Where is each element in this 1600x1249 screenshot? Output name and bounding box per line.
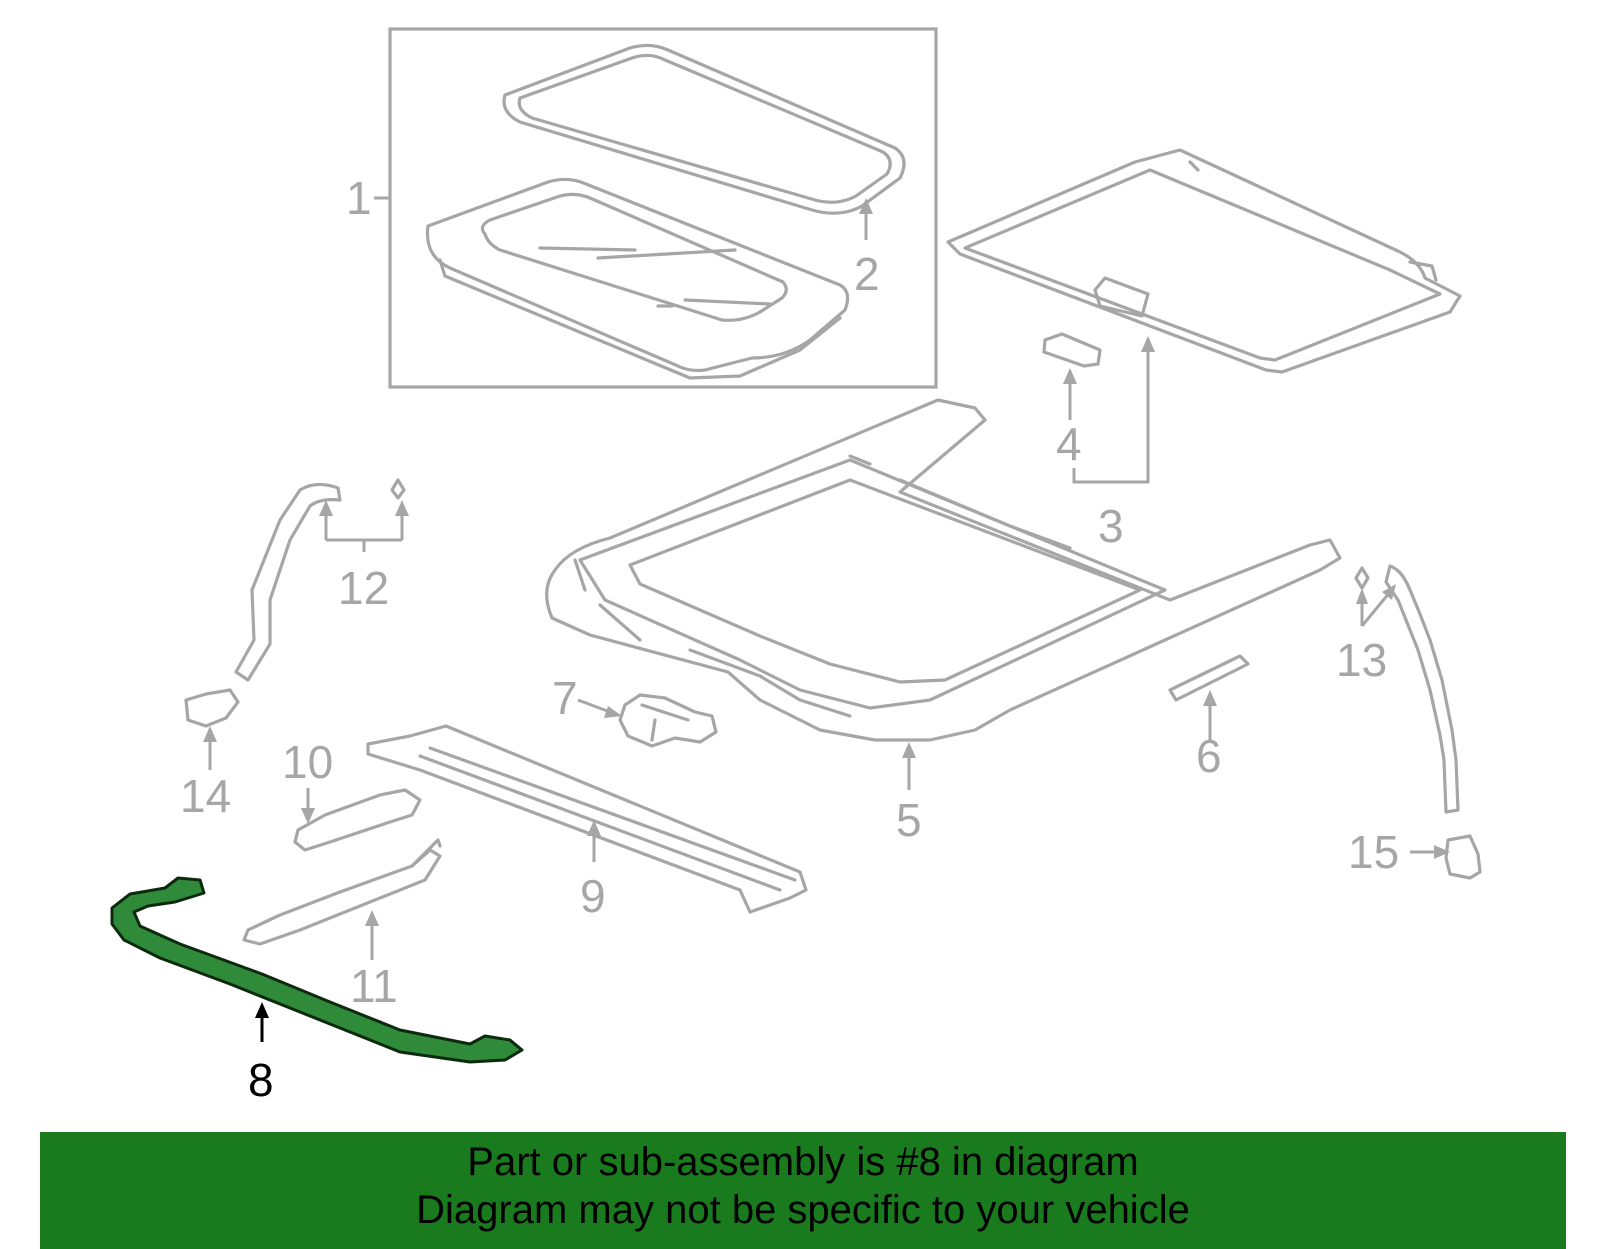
- callout-7: 7: [552, 672, 578, 724]
- callout-5: 5: [896, 794, 922, 846]
- part-6-trim-strip: [1168, 654, 1250, 702]
- part-8-highlighted-rail: [110, 876, 524, 1064]
- callout-15: 15: [1348, 826, 1399, 878]
- callout-6: 6: [1196, 730, 1222, 782]
- part-1-glass-panel: [425, 177, 850, 380]
- part-11-track-bracket: [242, 838, 442, 946]
- callout-9: 9: [580, 870, 606, 922]
- callout-3: 3: [1098, 500, 1124, 552]
- part-14-drain-elbow: [184, 688, 240, 728]
- callout-13: 13: [1336, 634, 1387, 686]
- banner-text-part: Part or sub-assembly is #8 in diagram: [467, 1140, 1139, 1184]
- part-7-motor: [618, 693, 718, 748]
- leader-lines: [203, 196, 1450, 1042]
- info-banner: Part or sub-assembly is #8 in diagram Di…: [40, 1132, 1566, 1249]
- assembly-box: [388, 27, 938, 389]
- callout-11: 11: [350, 960, 398, 1012]
- part-4-clip: [1042, 332, 1102, 368]
- callout-8: 8: [248, 1054, 274, 1106]
- part-12-drain-hose: [234, 478, 406, 682]
- callout-1: 1: [346, 172, 372, 224]
- part-5-sunroof-frame: [545, 398, 1342, 742]
- callout-14: 14: [180, 770, 231, 822]
- part-9-deflector-rail: [366, 724, 808, 914]
- callout-2: 2: [854, 248, 880, 300]
- callout-10: 10: [282, 736, 333, 788]
- part-3-sunshade-panel: [946, 148, 1462, 374]
- part-2-glass-seal: [502, 43, 906, 215]
- part-10-bracket: [293, 788, 422, 852]
- part-15-drain-elbow: [1444, 834, 1482, 880]
- callout-12: 12: [338, 562, 389, 614]
- callout-4: 4: [1056, 418, 1082, 470]
- part-13-drain-hose: [1354, 564, 1460, 814]
- banner-text-disclaimer: Diagram may not be specific to your vehi…: [416, 1188, 1190, 1232]
